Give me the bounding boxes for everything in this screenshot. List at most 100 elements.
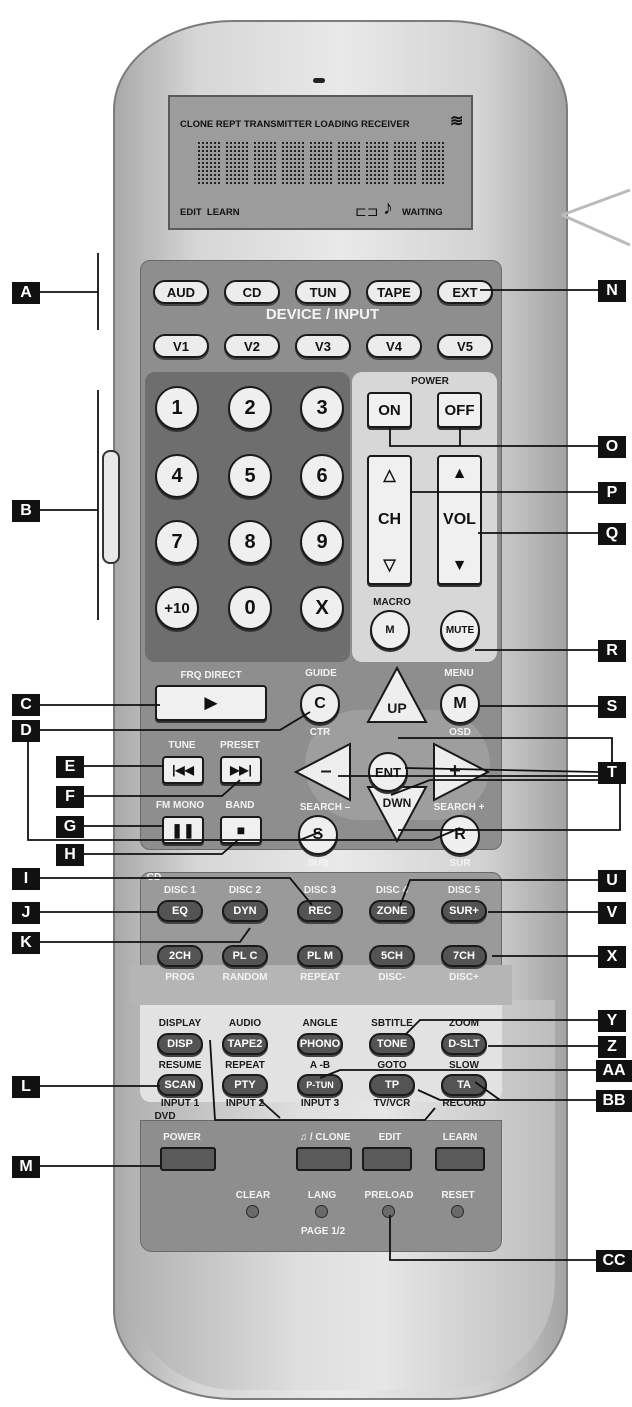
disc1-label: DISC 1 (163, 885, 197, 896)
ir-led (313, 78, 325, 83)
volume-rocker[interactable]: ▲ VOL ▼ (437, 455, 482, 585)
callout-g: G (56, 816, 84, 838)
dyn-button[interactable]: DYN (222, 900, 268, 922)
fm-mono-label: FM MONO (155, 800, 205, 811)
tp-button[interactable]: TP (369, 1074, 415, 1096)
callout-b: B (12, 500, 40, 522)
disc-minus-label: DISC- (378, 972, 406, 983)
tape2-button[interactable]: TAPE2 (222, 1033, 268, 1055)
learn-button[interactable] (435, 1147, 485, 1171)
reset-label: RESET (441, 1190, 475, 1201)
clone-button[interactable] (296, 1147, 352, 1171)
frq-direct-label: FRQ DIRECT (180, 670, 242, 681)
edit-button[interactable] (362, 1147, 412, 1171)
eq-button[interactable]: EQ (157, 900, 203, 922)
callout-e: E (56, 756, 84, 778)
menu-m-button[interactable]: M (440, 684, 480, 724)
phono-button[interactable]: PHONO (297, 1033, 343, 1055)
callout-r: R (598, 640, 626, 662)
device-tape-button[interactable]: TAPE (366, 280, 422, 304)
system-power-button[interactable] (160, 1147, 216, 1171)
tune-label: TUNE (168, 740, 196, 751)
callout-t: T (598, 762, 626, 784)
device-ext-button[interactable]: EXT (437, 280, 493, 304)
tone-button[interactable]: TONE (369, 1033, 415, 1055)
scan-button[interactable]: SCAN (157, 1074, 203, 1096)
clone-label: ♫ / CLONE (299, 1132, 351, 1143)
callout-p: P (598, 482, 626, 504)
rec-button[interactable]: REC (297, 900, 343, 922)
d-slt-button[interactable]: D-SLT (441, 1033, 487, 1055)
volume-up-icon: ▲ (451, 465, 468, 482)
channel-rocker[interactable]: △ CH ▽ (367, 455, 412, 585)
digit-8-button[interactable]: 8 (228, 520, 272, 564)
plc-button[interactable]: PL C (222, 945, 268, 967)
lang-button[interactable] (315, 1205, 328, 1218)
slow-label: SLOW (449, 1060, 479, 1071)
digit-0-button[interactable]: 0 (228, 586, 272, 630)
plm-button[interactable]: PL M (297, 945, 343, 967)
mute-button[interactable]: MUTE (440, 610, 480, 650)
device-v3-button[interactable]: V3 (295, 334, 351, 358)
2ch-button[interactable]: 2CH (157, 945, 203, 967)
goto-label: GOTO (377, 1060, 407, 1071)
digit-4-button[interactable]: 4 (155, 454, 199, 498)
device-v5-button[interactable]: V5 (437, 334, 493, 358)
edit-label: EDIT (378, 1132, 402, 1143)
digit-2-button[interactable]: 2 (228, 386, 272, 430)
digit-9-button[interactable]: 9 (300, 520, 344, 564)
clear-button[interactable] (246, 1205, 259, 1218)
digit-6-button[interactable]: 6 (300, 454, 344, 498)
side-slot (102, 450, 120, 564)
5ch-button[interactable]: 5CH (369, 945, 415, 967)
digit-5-button[interactable]: 5 (228, 454, 272, 498)
disp-button[interactable]: DISP (157, 1033, 203, 1055)
callout-aa: AA (596, 1060, 632, 1082)
callout-a: A (12, 282, 40, 304)
learn-label: LEARN (442, 1132, 478, 1143)
device-v2-button[interactable]: V2 (224, 334, 280, 358)
p-tun-button[interactable]: P-TUN (297, 1074, 343, 1096)
device-v4-button[interactable]: V4 (366, 334, 422, 358)
digit-3-button[interactable]: 3 (300, 386, 344, 430)
guide-c-button[interactable]: C (300, 684, 340, 724)
x-button[interactable]: X (300, 586, 344, 630)
device-tun-button[interactable]: TUN (295, 280, 351, 304)
music-note-icon: ♪ (383, 197, 393, 219)
callout-h: H (56, 844, 84, 866)
preset-next-button[interactable]: ▶▶| (220, 756, 262, 784)
frq-direct-button[interactable]: ► (155, 685, 267, 721)
tune-prev-button[interactable]: |◀◀ (162, 756, 204, 784)
power-off-button[interactable]: OFF (437, 392, 482, 428)
sur-plus-button[interactable]: SUR+ (441, 900, 487, 922)
device-cd-button[interactable]: CD (224, 280, 280, 304)
sur-label: SUR (449, 858, 471, 869)
7ch-button[interactable]: 7CH (441, 945, 487, 967)
macro-m-button[interactable]: M (370, 610, 410, 650)
search-plus-label: SEARCH + (433, 802, 485, 813)
sub-s-button[interactable]: S (298, 815, 338, 855)
power-on-button[interactable]: ON (367, 392, 412, 428)
up-arrow-button[interactable] (366, 666, 428, 724)
osd-label: OSD (449, 727, 471, 738)
lcd-waiting: WAITING (402, 207, 443, 218)
digit-7-button[interactable]: 7 (155, 520, 199, 564)
digit-1-button[interactable]: 1 (155, 386, 199, 430)
callout-n: N (598, 280, 626, 302)
right-arrow-button[interactable] (432, 742, 490, 802)
callout-q: Q (598, 523, 626, 545)
preload-button[interactable] (382, 1205, 395, 1218)
ta-button[interactable]: TA (441, 1074, 487, 1096)
audio-label: AUDIO (228, 1018, 262, 1029)
device-aud-button[interactable]: AUD (153, 280, 209, 304)
plus-10-button[interactable]: +10 (155, 586, 199, 630)
left-arrow-button[interactable] (294, 742, 352, 802)
sur-r-button[interactable]: R (440, 815, 480, 855)
device-v1-button[interactable]: V1 (153, 334, 209, 358)
input2-label: INPUT 2 (225, 1098, 265, 1109)
zone-button[interactable]: ZONE (369, 900, 415, 922)
reset-button[interactable] (451, 1205, 464, 1218)
pty-button[interactable]: PTY (222, 1074, 268, 1096)
callout-c: C (12, 694, 40, 716)
